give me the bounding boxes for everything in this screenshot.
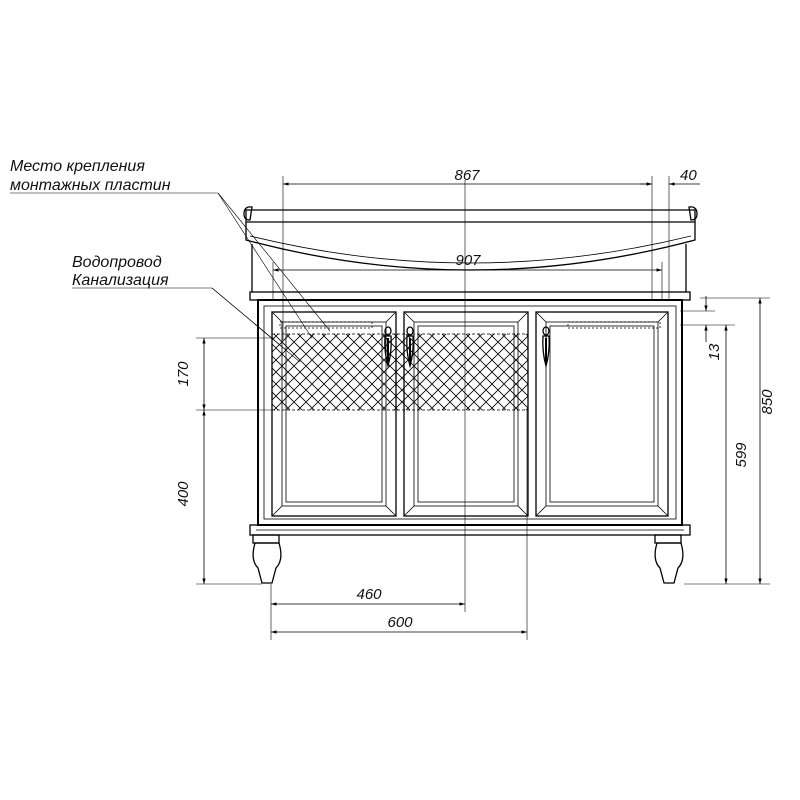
note-mount-line2: монтажных пластин	[10, 177, 171, 194]
dim-label-13: 13	[706, 343, 723, 360]
door-middle	[403, 311, 529, 517]
dim-label-400: 400	[175, 481, 192, 507]
dim-label-170: 170	[175, 361, 192, 387]
dim-label-850: 850	[759, 389, 776, 415]
cabinet-body	[249, 244, 691, 536]
door-right	[535, 311, 669, 517]
dimension-lines	[196, 176, 770, 640]
note-pipes-line2: Канализация	[72, 272, 169, 289]
leg-left	[252, 534, 282, 584]
note-leaders	[10, 192, 331, 363]
dim-label-867: 867	[454, 167, 480, 184]
note-mount-line1: Место крепления	[10, 158, 145, 175]
dim-label-40: 40	[680, 167, 697, 184]
dim-label-460: 460	[356, 586, 382, 603]
dim-label-600: 600	[387, 614, 413, 631]
dim-label-907: 907	[455, 252, 481, 269]
pipe-zone	[271, 333, 529, 411]
mounting-plates	[279, 321, 661, 329]
note-pipes-line1: Водопровод	[72, 254, 162, 271]
leg-right	[654, 534, 684, 584]
dim-label-599: 599	[733, 442, 750, 468]
handle-right-door	[542, 326, 550, 369]
